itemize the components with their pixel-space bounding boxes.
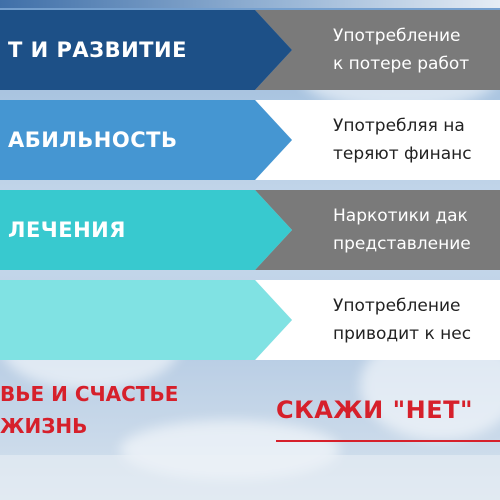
say-no-heading: СКАЖИ "НЕТ" xyxy=(276,396,473,424)
row-4-text: Употребление приводит к нес xyxy=(333,292,500,348)
bottom-slogan: ВЬЕ И СЧАСТЬЕ ЖИЗНЬ xyxy=(0,378,200,442)
row-1-arrow: Т И РАЗВИТИЕ xyxy=(0,10,292,90)
row-3-text-line-1: Наркотики дак xyxy=(333,206,468,226)
row-2-arrow: АБИЛЬНОСТЬ xyxy=(0,100,292,180)
say-no-underline xyxy=(276,440,500,442)
row-4: Употребление приводит к нес xyxy=(0,280,500,360)
row-2: Употребляя на теряют финанс АБИЛЬНОСТЬ xyxy=(0,100,500,180)
row-1: Употребление к потере работ Т И РАЗВИТИЕ xyxy=(0,10,500,90)
row-1-text-line-1: Употребление xyxy=(333,26,461,46)
row-3: Наркотики дак представление ЛЕЧЕНИЯ xyxy=(0,190,500,270)
row-2-panel: Употребляя на теряют финанс xyxy=(255,100,500,180)
row-1-text-line-2: к потере работ xyxy=(333,54,470,74)
top-strip xyxy=(0,0,500,8)
row-4-text-line-1: Употребление xyxy=(333,296,461,316)
row-4-arrow xyxy=(0,280,292,360)
row-1-text: Употребление к потере работ xyxy=(333,22,500,78)
row-4-panel: Употребление приводит к нес xyxy=(255,280,500,360)
row-2-text: Употребляя на теряют финанс xyxy=(333,112,500,168)
footer-band xyxy=(0,455,500,500)
row-4-text-line-2: приводит к нес xyxy=(333,324,472,344)
row-1-panel: Употребление к потере работ xyxy=(255,10,500,90)
row-2-text-line-1: Употребляя на xyxy=(333,116,465,136)
row-3-text-line-2: представление xyxy=(333,234,471,254)
row-3-panel: Наркотики дак представление xyxy=(255,190,500,270)
bottom-slogan-line-2: ЖИЗНЬ xyxy=(0,414,88,438)
row-1-label: Т И РАЗВИТИЕ xyxy=(8,38,187,62)
row-2-label: АБИЛЬНОСТЬ xyxy=(8,128,178,152)
row-3-arrow: ЛЕЧЕНИЯ xyxy=(0,190,292,270)
row-3-label: ЛЕЧЕНИЯ xyxy=(8,218,126,242)
row-3-text: Наркотики дак представление xyxy=(333,202,500,258)
row-2-text-line-2: теряют финанс xyxy=(333,144,472,164)
bottom-slogan-line-1: ВЬЕ И СЧАСТЬЕ xyxy=(0,382,179,406)
